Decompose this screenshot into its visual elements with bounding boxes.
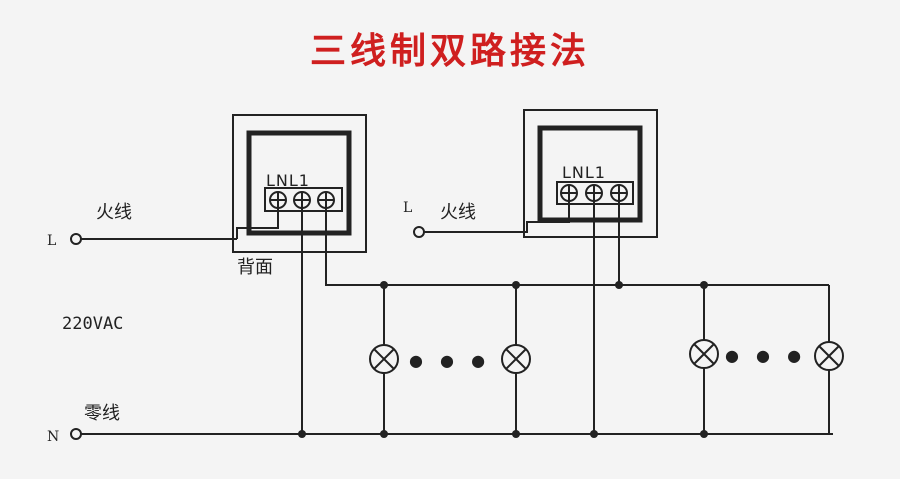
neutral-terminal [70,428,82,440]
lamp-icon [369,344,399,374]
load-bus-left [325,208,520,286]
junction-dot [380,281,388,289]
live-letter-right: L [403,200,412,216]
lamp-icon [814,341,844,371]
live-wire-right [413,201,570,238]
voltage-label: 220VAC [62,314,123,334]
lamp-right-ellipsis: ● ● ● [725,346,807,365]
live-terminal-right [413,226,425,238]
back-panel-label: 背面 [237,257,273,278]
live-wire-right-to-L [424,201,570,233]
switch-left-inner-frame [246,130,352,236]
switch-left-terminal-screws [269,191,335,209]
lamp-left-ellipsis: ● ● ● [409,351,491,370]
junction-dot [700,430,708,438]
switch-right: LNL1 [523,109,658,238]
junction-dots [298,281,708,438]
switch-left-terminal-label: LNL1 [266,171,310,190]
load-bus-right [520,201,829,286]
junction-dot [615,281,623,289]
neutral-letter: N [47,429,59,445]
switch-left-terminal-block [264,187,343,212]
junction-dot [590,430,598,438]
lamp-icon [501,344,531,374]
switch-right-terminal-screws [560,184,628,202]
lamp-icon [689,339,719,369]
load-bus-left-line [325,208,520,286]
lamp-group-left: ● ● ● [369,285,531,434]
switch-left-outer-frame [232,114,367,253]
switch-right-outer-frame [523,109,658,238]
live-letter-left: L [47,233,56,249]
live-label-left: 火线 [96,202,132,223]
neutral-wire [70,201,833,440]
diagram-title: 三线制双路接法 [309,31,590,72]
junction-dot [512,281,520,289]
switch-right-terminal-label: LNL1 [562,163,606,182]
junction-dot [380,430,388,438]
live-terminal-left [70,233,82,245]
switch-left: LNL1 [232,114,367,253]
live-wire-left-to-L [236,208,279,239]
junction-dot [700,281,708,289]
junction-dot [298,430,306,438]
lamp-group-right: ● ● ● [689,285,844,434]
junction-dot [512,430,520,438]
neutral-label: 零线 [84,403,120,424]
live-wire-left [70,208,279,245]
live-label-right: 火线 [440,202,476,223]
switch-right-inner-frame [537,125,643,223]
